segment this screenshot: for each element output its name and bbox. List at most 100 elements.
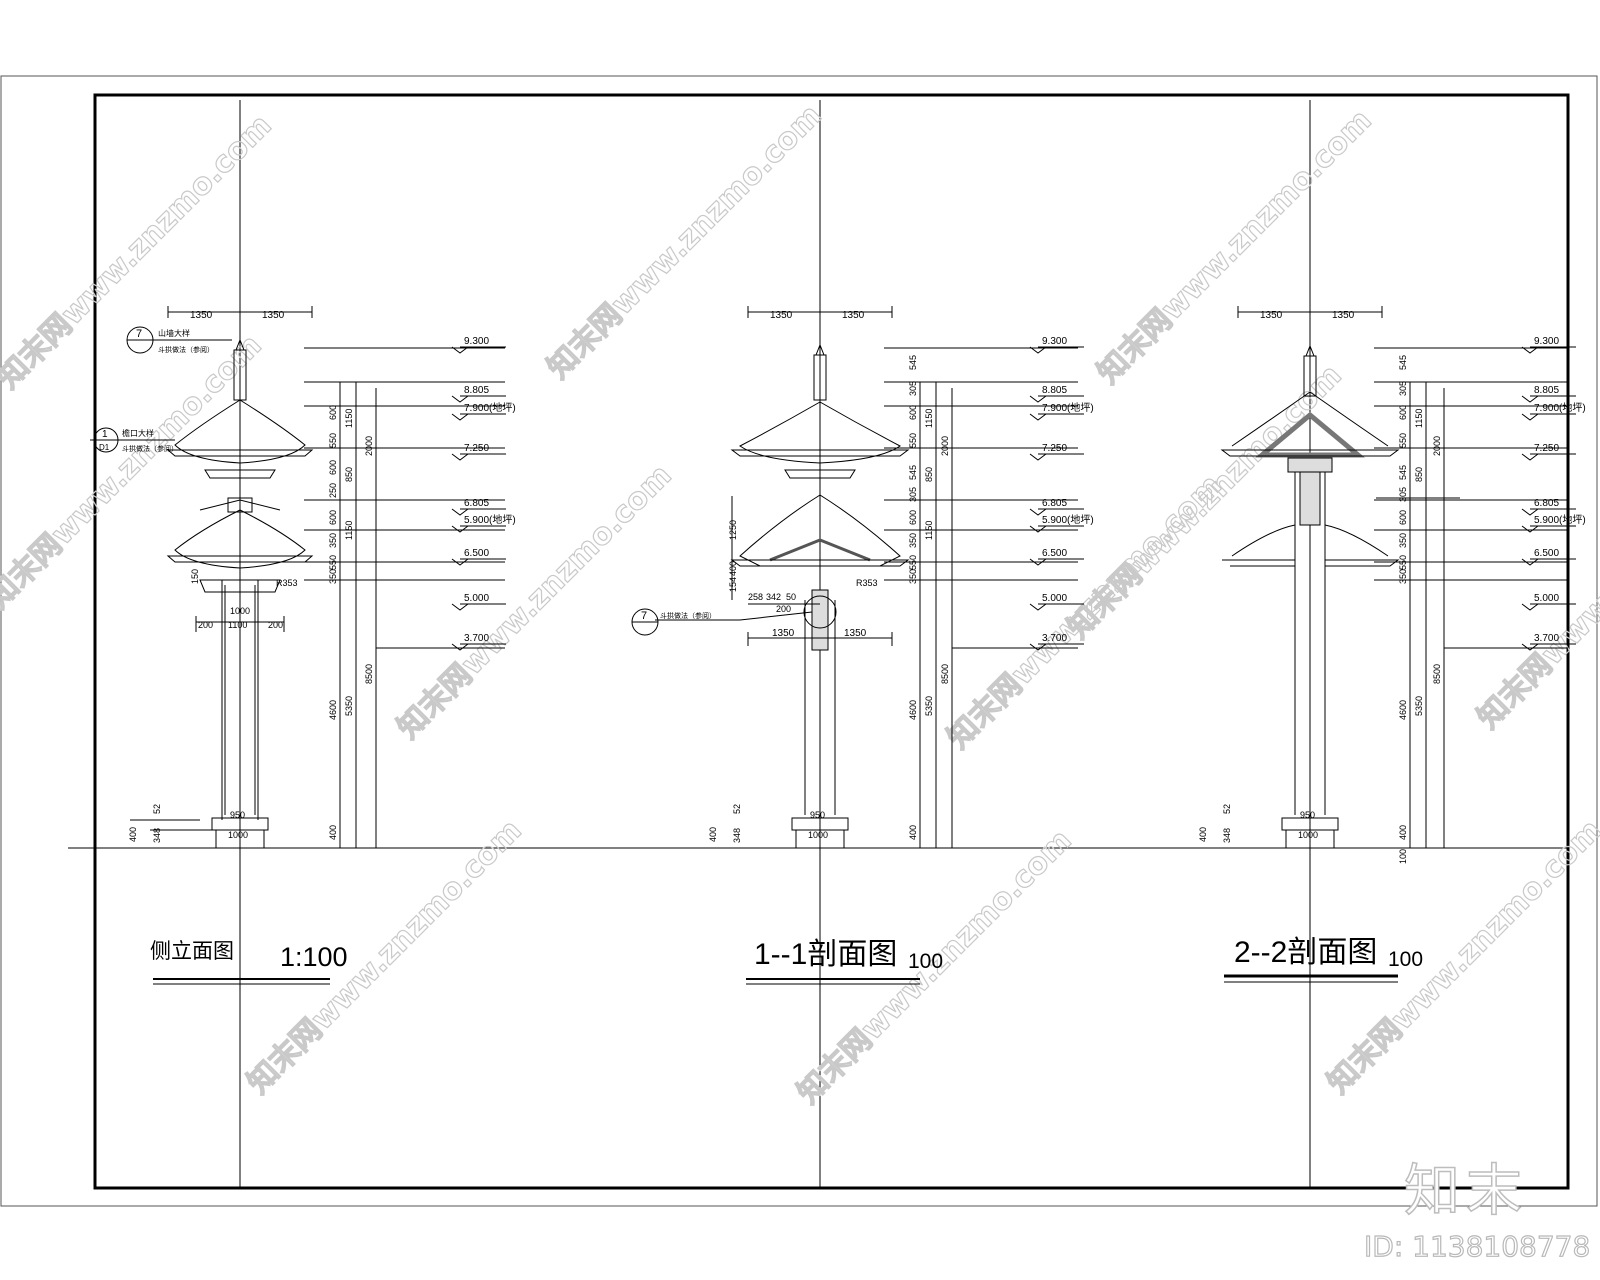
svg-text:950: 950 bbox=[810, 810, 825, 820]
elevation-marker: 7.900(地坪) bbox=[1521, 401, 1586, 421]
callout-side-top: 7 山墙大样 斗拱做法（参阅） bbox=[126, 326, 232, 354]
elevation-marker: 3.700 bbox=[1029, 633, 1084, 651]
drawing-frame bbox=[93, 93, 1570, 1190]
side-elevation bbox=[166, 338, 314, 849]
svg-text:400: 400 bbox=[1398, 825, 1408, 840]
svg-text:305: 305 bbox=[1398, 381, 1408, 396]
s2-top-dim-right: 1350 bbox=[1332, 310, 1355, 321]
elevation-label: 8.805 bbox=[1534, 385, 1559, 396]
svg-text:R353: R353 bbox=[276, 578, 298, 588]
svg-text:山墙大样: 山墙大样 bbox=[158, 328, 190, 338]
elevation-marker: 9.300 bbox=[1029, 336, 1084, 354]
side-top-dim-left: 1350 bbox=[190, 310, 213, 321]
svg-text:1150: 1150 bbox=[344, 521, 354, 540]
svg-text:305: 305 bbox=[908, 487, 918, 502]
elevation-label: 6.805 bbox=[464, 498, 489, 509]
elevation-label: 6.500 bbox=[464, 548, 489, 559]
svg-text:5350: 5350 bbox=[344, 696, 354, 716]
svg-text:850: 850 bbox=[1414, 467, 1424, 482]
section-1-dim-lines bbox=[655, 306, 1078, 849]
svg-text:52: 52 bbox=[732, 804, 742, 814]
svg-text:400: 400 bbox=[128, 827, 138, 842]
elevation-label: 8.805 bbox=[464, 385, 489, 396]
elevation-label: 5.900(地坪) bbox=[1534, 513, 1586, 526]
svg-text:52: 52 bbox=[152, 804, 162, 814]
svg-text:1: 1 bbox=[102, 429, 108, 440]
svg-text:250: 250 bbox=[328, 483, 338, 498]
svg-text:545: 545 bbox=[1398, 355, 1408, 370]
svg-text:950: 950 bbox=[1300, 810, 1315, 820]
svg-text:5350: 5350 bbox=[924, 696, 934, 716]
svg-text:550: 550 bbox=[328, 433, 338, 448]
svg-text:8500: 8500 bbox=[1432, 664, 1442, 684]
elevation-marker: 5.900(地坪) bbox=[1029, 513, 1094, 533]
svg-text:1000: 1000 bbox=[1298, 830, 1318, 840]
svg-text:1350: 1350 bbox=[772, 628, 795, 639]
svg-text:350: 350 bbox=[1398, 569, 1408, 584]
elevation-label: 6.805 bbox=[1534, 498, 1559, 509]
elevation-label: 9.300 bbox=[464, 336, 489, 347]
svg-text:4600: 4600 bbox=[328, 700, 338, 720]
s1-vertical-dims: 545 305 600 550 545 305 600 350 550 350 … bbox=[708, 355, 950, 843]
svg-text:斗拱做法（参阅）: 斗拱做法（参阅） bbox=[158, 345, 214, 354]
side-vertical-dims: 600 550 600 250 600 350 550 350 1150 850… bbox=[128, 405, 374, 843]
elevation-marker: 6.500 bbox=[1521, 548, 1576, 566]
svg-text:斗拱做法（参阅）: 斗拱做法（参阅） bbox=[660, 611, 716, 620]
svg-text:2000: 2000 bbox=[364, 436, 374, 456]
svg-text:400: 400 bbox=[908, 825, 918, 840]
title-s1-label: 1--1剖面图 bbox=[754, 938, 897, 971]
svg-text:400: 400 bbox=[728, 561, 738, 576]
elevation-marker: 8.805 bbox=[451, 385, 506, 403]
elevation-label: 3.700 bbox=[464, 633, 489, 644]
elevation-label: 7.900(地坪) bbox=[464, 401, 516, 414]
svg-text:斗拱做法（参阅）: 斗拱做法（参阅） bbox=[122, 444, 178, 453]
svg-text:1250: 1250 bbox=[728, 520, 738, 540]
elevation-label: 7.250 bbox=[1534, 443, 1559, 454]
elevation-marker: 3.700 bbox=[1521, 633, 1576, 651]
svg-text:200: 200 bbox=[776, 604, 791, 614]
elevation-marker: 9.300 bbox=[1521, 336, 1576, 354]
elevation-label: 7.900(地坪) bbox=[1534, 401, 1586, 414]
elevation-marker: 6.805 bbox=[1029, 498, 1084, 516]
elevation-label: 8.805 bbox=[1042, 385, 1067, 396]
title-s1-scale: 100 bbox=[908, 950, 943, 973]
svg-text:1150: 1150 bbox=[344, 409, 354, 428]
elevation-marker: 5.900(地坪) bbox=[451, 513, 516, 533]
title-side-elevation: 侧立面图 1:100 bbox=[150, 940, 348, 985]
elevation-marker: 7.250 bbox=[1029, 443, 1084, 461]
svg-text:1150: 1150 bbox=[924, 409, 934, 428]
svg-text:600: 600 bbox=[1398, 405, 1408, 420]
elevation-label: 6.805 bbox=[1042, 498, 1067, 509]
elevation-label: 6.500 bbox=[1042, 548, 1067, 559]
svg-text:2000: 2000 bbox=[940, 436, 950, 456]
elevation-marker: 7.900(地坪) bbox=[451, 401, 516, 421]
elevation-marker: 5.000 bbox=[451, 593, 506, 611]
callout-s1: 7 斗拱做法（参阅） bbox=[631, 608, 716, 636]
svg-text:950: 950 bbox=[230, 810, 245, 820]
elevation-marker: 7.250 bbox=[1521, 443, 1576, 461]
svg-text:550: 550 bbox=[328, 555, 338, 570]
svg-text:R353: R353 bbox=[856, 578, 878, 588]
elevation-marker: 9.300 bbox=[451, 336, 506, 354]
side-top-dim-right: 1350 bbox=[262, 310, 285, 321]
svg-text:檐口大样: 檐口大样 bbox=[122, 428, 154, 438]
svg-text:545: 545 bbox=[908, 355, 918, 370]
callout-side-eave: 1 D1 檐口大样 斗拱做法（参阅） bbox=[90, 427, 178, 453]
watermark-text: 知末网www.znzmo.com bbox=[1471, 448, 1600, 736]
svg-text:545: 545 bbox=[908, 465, 918, 480]
svg-text:305: 305 bbox=[908, 381, 918, 396]
title-side-scale: 1:100 bbox=[280, 942, 348, 972]
svg-text:7: 7 bbox=[136, 328, 142, 340]
elevation-marker: 5.000 bbox=[1029, 593, 1084, 611]
elevation-label: 5.000 bbox=[1042, 593, 1067, 604]
elevation-label: 9.300 bbox=[1042, 336, 1067, 347]
elevation-label: 5.000 bbox=[1534, 593, 1559, 604]
side-dim-lines bbox=[110, 306, 505, 849]
svg-text:4600: 4600 bbox=[1398, 700, 1408, 720]
svg-text:1000: 1000 bbox=[230, 606, 250, 616]
svg-text:400: 400 bbox=[328, 825, 338, 840]
svg-text:348: 348 bbox=[1222, 828, 1232, 843]
svg-text:400: 400 bbox=[1198, 827, 1208, 842]
s1-top-dim-right: 1350 bbox=[842, 310, 865, 321]
